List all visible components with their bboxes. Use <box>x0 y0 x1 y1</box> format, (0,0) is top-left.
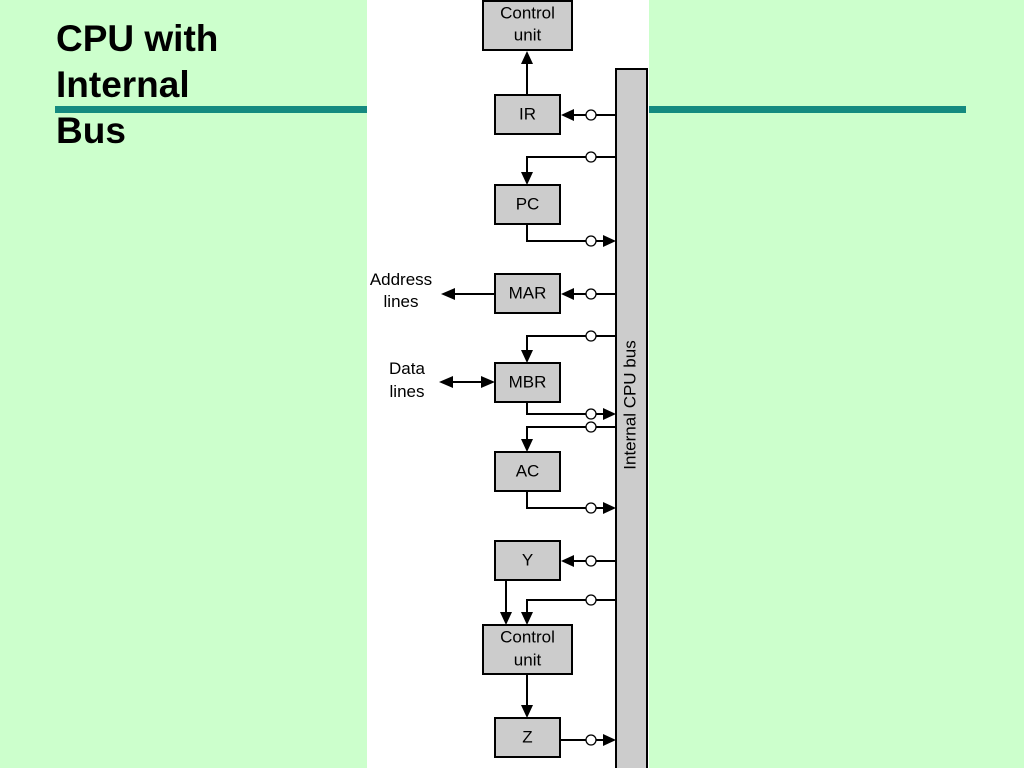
mbr-register-label: MBR <box>509 372 547 391</box>
mar-gate-node <box>585 288 597 300</box>
bus-to-ir-arrowhead <box>561 109 574 121</box>
pc-to-bus-arrowhead <box>603 235 616 247</box>
slide-title: CPU with Internal Bus <box>56 16 356 154</box>
alu-to-z-arrowhead <box>521 705 533 718</box>
data-lines-label-1: Data <box>389 359 425 378</box>
bus-to-y-arrowhead <box>561 555 574 567</box>
alu-box <box>482 624 573 675</box>
title-line-1: CPU with <box>56 18 219 59</box>
ac-in-gate-node <box>585 421 597 433</box>
mbr-to-bus-arrowhead <box>603 408 616 420</box>
ac-register-label: AC <box>516 461 540 480</box>
bus-to-ac-arrowhead <box>521 439 533 452</box>
z-register-label: Z <box>522 727 532 746</box>
pc-register-label: PC <box>516 194 540 213</box>
mbr-out-gate-node <box>585 408 597 420</box>
bus-label: Internal CPU bus <box>620 340 639 469</box>
ac-out-gate-node <box>585 502 597 514</box>
title-rule-left <box>55 106 370 113</box>
title-line-2: Internal <box>56 64 190 105</box>
bus-to-ac-line <box>526 426 586 440</box>
title-line-3: Bus <box>56 110 126 151</box>
title-rule-right <box>648 106 966 113</box>
z-gate-node <box>585 734 597 746</box>
data-lines-label-2: lines <box>390 382 425 401</box>
address-lines-label-2: lines <box>384 292 419 311</box>
bus-to-mar-arrowhead <box>561 288 574 300</box>
ir-register-label: IR <box>519 104 536 123</box>
mar-register-label: MAR <box>509 283 547 302</box>
bus-to-alu-line <box>526 599 586 613</box>
pc-to-bus-line <box>526 224 586 242</box>
address-lines-arrowhead <box>441 288 455 300</box>
control-unit-top-label-1: Control <box>500 3 555 22</box>
alu-label-2: unit <box>514 650 542 669</box>
mbr-register-box <box>494 362 561 403</box>
y-register-label: Y <box>522 550 533 569</box>
bus-to-alu-arrowhead <box>521 612 533 625</box>
ac-to-bus-line <box>526 491 586 509</box>
bus-to-mbr-line <box>526 335 586 351</box>
control-unit-top-box <box>482 0 573 51</box>
mbr-to-bus-line <box>526 402 586 415</box>
y-to-alu-arrowhead <box>500 612 512 625</box>
bus-to-pc-arrowhead <box>521 172 533 185</box>
alu-label-1: Control <box>500 627 555 646</box>
mbr-in-gate-node <box>585 330 597 342</box>
y-gate-node <box>585 555 597 567</box>
y-register-box <box>494 540 561 581</box>
pc-register-box <box>494 184 561 225</box>
data-lines-right-arrowhead <box>481 376 495 388</box>
alu-in-gate-node <box>585 594 597 606</box>
z-to-bus-arrowhead <box>603 734 616 746</box>
ir-to-control-arrowhead <box>521 51 533 64</box>
ac-to-bus-arrowhead <box>603 502 616 514</box>
control-unit-top-label-2: unit <box>514 25 542 44</box>
bus-to-pc-line <box>526 156 586 173</box>
address-lines-label-1: Address <box>370 270 432 289</box>
data-lines-left-arrowhead <box>439 376 453 388</box>
pc-out-gate-node <box>585 235 597 247</box>
bus-to-mbr-arrowhead <box>521 350 533 363</box>
ir-gate-node <box>585 109 597 121</box>
pc-in-gate-node <box>585 151 597 163</box>
z-register-box <box>494 717 561 758</box>
internal-bus <box>615 68 648 768</box>
